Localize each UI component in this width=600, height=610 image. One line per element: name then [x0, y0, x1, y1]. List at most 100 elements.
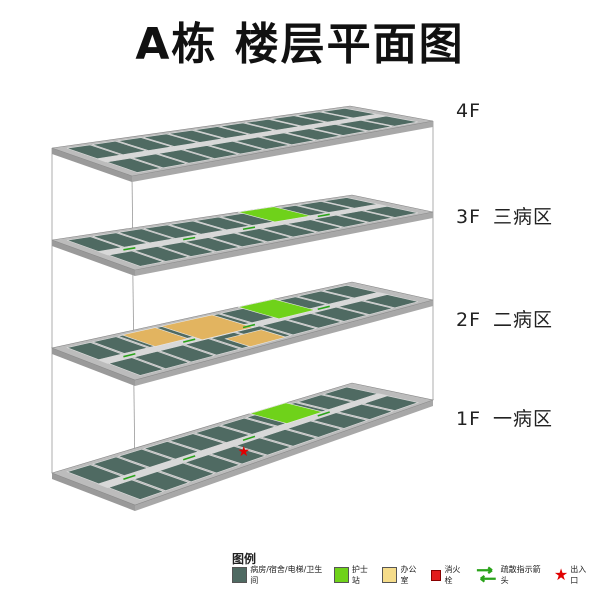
room [92, 232, 148, 248]
evac-arrow [123, 474, 136, 481]
evac-arrow [182, 455, 196, 461]
evac-arrow [183, 338, 196, 343]
legend-title: 图例 [232, 552, 257, 566]
room [169, 220, 225, 235]
room [158, 462, 216, 483]
slab-edge [135, 400, 433, 511]
room [323, 285, 378, 299]
yellow-square-icon [382, 567, 398, 583]
nurse-station-room [237, 206, 311, 223]
room [210, 232, 266, 248]
room [338, 210, 393, 223]
room [235, 437, 292, 456]
room [323, 197, 378, 209]
evac-arrow [317, 213, 330, 218]
room [107, 479, 165, 500]
hydrant-icon [431, 569, 442, 581]
evac-arrow [242, 226, 256, 231]
page-title: A栋 楼层平面图 [135, 19, 465, 70]
room [321, 108, 377, 119]
room [183, 145, 238, 159]
room [287, 219, 342, 233]
room [91, 456, 149, 476]
floor-slab-1f [51, 382, 435, 511]
room [312, 214, 368, 228]
room [107, 250, 165, 267]
floor-level: 4F [456, 100, 482, 122]
room [286, 128, 341, 141]
legend-item-room: 病房/宿舍/电梯/卫生间 [232, 564, 326, 586]
floor-ward: 二病区 [493, 309, 554, 331]
legend-item-office: 办公室 [382, 564, 423, 586]
room [134, 246, 190, 262]
room [118, 228, 174, 244]
room [297, 201, 352, 213]
room [296, 111, 351, 123]
room [219, 122, 275, 135]
room [117, 448, 174, 468]
room [209, 446, 267, 465]
room [245, 119, 300, 131]
legend-item-nurse: 护士站 [333, 564, 375, 586]
office-room [121, 327, 190, 347]
legend-label: 病房/宿舍/电梯/卫生间 [250, 565, 323, 585]
room [168, 129, 223, 143]
slab-edge [52, 348, 135, 386]
room [337, 403, 394, 420]
room [296, 394, 354, 410]
floor-level: 3F [456, 206, 482, 228]
room [286, 420, 343, 438]
room [297, 290, 352, 305]
room [363, 205, 419, 218]
floor-level: 1F [456, 408, 482, 430]
evac-arrow [242, 435, 256, 442]
star-icon: ★ [553, 565, 569, 584]
room [363, 115, 418, 127]
evac-arrow [317, 411, 330, 417]
room [158, 149, 213, 164]
legend-item-exit: ★ 出入口 [554, 564, 592, 586]
room [67, 236, 122, 252]
floor-slab-4f [51, 105, 434, 182]
legend: 病房/宿舍/电梯/卫生间 护士站 办公室 消火栓 疏散指示箭头 ★ 出入口 [232, 564, 600, 586]
room [158, 344, 216, 363]
floor-slab-3f [51, 194, 434, 276]
room [236, 228, 291, 243]
slab-edge [135, 212, 433, 276]
legend-item-hydrant: 消火栓 [431, 564, 467, 586]
room [362, 395, 420, 411]
floor-label-4f: 4F [456, 100, 481, 122]
floor-label-1f: 1F 一病区 [456, 404, 553, 431]
room [91, 336, 149, 354]
evac-arrow [317, 305, 330, 311]
slab-edge [132, 121, 433, 182]
room [311, 412, 369, 429]
evac-arrow [242, 323, 256, 329]
legend-label: 出入口 [570, 565, 587, 585]
corridor [97, 393, 389, 488]
exit-star: ★ [237, 444, 250, 460]
legend-item-evac: 疏散指示箭头 [475, 564, 546, 586]
room [260, 429, 318, 447]
nurse-station-room [237, 298, 315, 320]
corridor [97, 204, 389, 256]
room [185, 237, 240, 252]
evac-arrow [123, 353, 136, 358]
slab-edge [52, 240, 135, 276]
slab-edge [52, 473, 135, 511]
room [184, 338, 241, 356]
office-room [224, 329, 287, 347]
corridor [96, 114, 388, 163]
grey-square-icon [232, 567, 248, 583]
room [184, 454, 241, 474]
room [92, 140, 147, 155]
legend-label: 疏散指示箭头 [500, 565, 541, 585]
room [143, 224, 199, 239]
slab-edge [135, 300, 433, 386]
legend-label: 消火栓 [444, 565, 461, 585]
evac-arrows-icon [476, 566, 496, 583]
nurse-station-room [248, 402, 324, 424]
floor-ward: 一病区 [493, 408, 554, 430]
